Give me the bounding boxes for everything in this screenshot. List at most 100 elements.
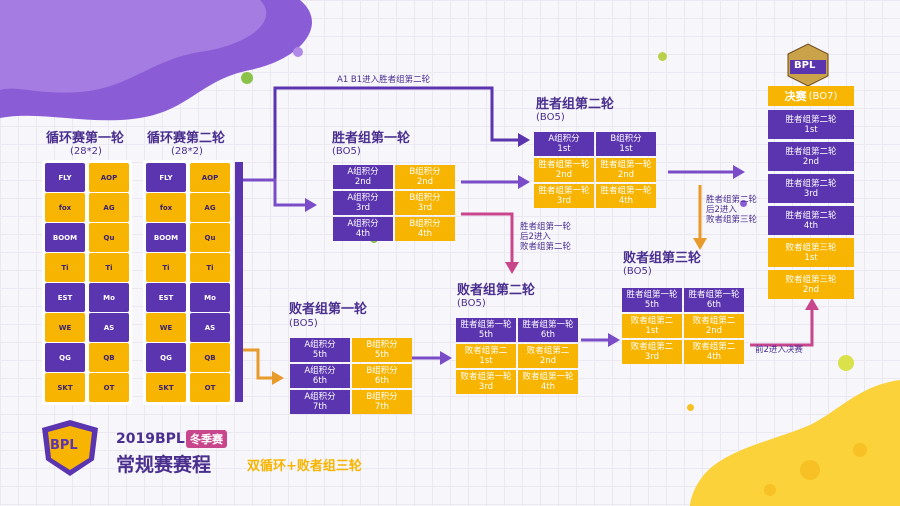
team-logo: EST [146, 283, 186, 312]
brand-season: 2019BPL [116, 431, 185, 447]
team-logo: AG [89, 193, 129, 222]
cell-rank: 1st [479, 356, 493, 366]
note-w2-to-l3-2: 后2进入 [706, 205, 737, 215]
team-logo: WE [146, 313, 186, 342]
team-logo: SKT [45, 373, 85, 402]
winners-r2-sub: (BO5) [536, 112, 565, 123]
winners-r1-title: 胜者组第一轮 [332, 131, 411, 146]
team-logo: OT [89, 373, 129, 402]
cell-label: A组积分 [347, 219, 379, 229]
cell-rank: 3rd [556, 196, 572, 206]
cell-label: 胜者组第二轮 [785, 178, 837, 189]
losers-r2-title: 败者组第二轮 [457, 283, 536, 298]
cell-rank: 4th [803, 220, 819, 231]
team-logo: Qu [89, 223, 129, 252]
cell-label: 胜者组第二轮 [785, 210, 837, 221]
team-logo: fox [146, 193, 186, 222]
cell-label: 胜者组第一轮 [538, 186, 590, 196]
team-logo: Qu [190, 223, 230, 252]
cell-rank: 7th [312, 402, 328, 412]
cell-rank: 2nd [555, 170, 573, 180]
team-logo: QB [89, 343, 129, 372]
brand-logo-text: BPL [50, 438, 78, 453]
round-robin-2-sub: (28*2) [171, 146, 203, 157]
brand-title: 常规赛赛程 [116, 454, 212, 476]
cell-rank: 4th [355, 229, 371, 239]
team-logo: QB [190, 343, 230, 372]
team-logo: AOP [190, 163, 230, 192]
round-robin-1-title: 循环赛第一轮 [46, 131, 125, 146]
team-logo: fox [45, 193, 85, 222]
cell-label: B组积分 [610, 134, 642, 144]
cell-rank: 1st [804, 124, 818, 135]
cell-rank: 3rd [478, 382, 494, 392]
cell-label: 胜者组第一轮 [522, 320, 574, 330]
losers-r3-sub: (BO5) [623, 266, 652, 277]
cell-rank: 6th [312, 376, 328, 386]
cell-rank: 6th [540, 330, 556, 340]
cell-label: A组积分 [347, 167, 379, 177]
cell-label: B组积分 [366, 340, 398, 350]
team-logo: AOP [89, 163, 129, 192]
yellow-dot-decoration [687, 404, 694, 411]
cell-rank: 2nd [802, 156, 820, 167]
cell-label: 胜者组第一轮 [460, 320, 512, 330]
cell-rank: 2nd [416, 177, 434, 187]
cell-label: B组积分 [409, 219, 441, 229]
note-l3-to-final: 前2进入决赛 [755, 345, 803, 355]
winners-r1-sub: (BO5) [332, 146, 361, 157]
cell-label: B组积分 [366, 366, 398, 376]
team-logo: QG [45, 343, 85, 372]
note-w2-to-l3-3: 败者组第三轮 [706, 215, 758, 225]
team-logo: Ti [89, 253, 129, 282]
note-a1b1: A1 B1进入胜者组第二轮 [337, 75, 431, 85]
losers-r1-sub: (BO5) [289, 318, 318, 329]
cell-rank: 3rd [803, 188, 819, 199]
cell-label: 败者组第三轮 [785, 242, 837, 253]
team-logo: AS [89, 313, 129, 342]
team-logo: WE [45, 313, 85, 342]
note-w1-to-l2-1: 胜者组第一轮 [520, 222, 572, 232]
cell-rank: 2nd [354, 177, 372, 187]
cell-rank: 1st [619, 144, 633, 154]
green-dot-decoration [658, 52, 667, 61]
cell-rank: 1st [557, 144, 571, 154]
cell-rank: 3rd [417, 203, 433, 213]
note-w1-to-l2-2: 后2进入 [520, 232, 551, 242]
cell-label: 胜者组第一轮 [688, 290, 740, 300]
cell-label: 败者组第二 [630, 316, 674, 326]
cell-label: 败者组第二 [692, 316, 736, 326]
cell-rank: 1st [804, 252, 818, 263]
team-logo: Mo [89, 283, 129, 312]
team-logo: Ti [190, 253, 230, 282]
cell-rank: 5th [374, 350, 390, 360]
cell-rank: 5th [312, 350, 328, 360]
cell-rank: 4th [540, 382, 556, 392]
team-logo: EST [45, 283, 85, 312]
team-logo: AG [190, 193, 230, 222]
cell-label: 胜者组第一轮 [626, 290, 678, 300]
cell-label: A组积分 [347, 193, 379, 203]
final-logo-text: BPL [794, 60, 816, 71]
final-sub: (BO7) [808, 90, 838, 102]
cell-label: A组积分 [304, 392, 336, 402]
cell-label: 败者组第一轮 [460, 372, 512, 382]
winners-r2-title: 胜者组第二轮 [536, 97, 615, 112]
